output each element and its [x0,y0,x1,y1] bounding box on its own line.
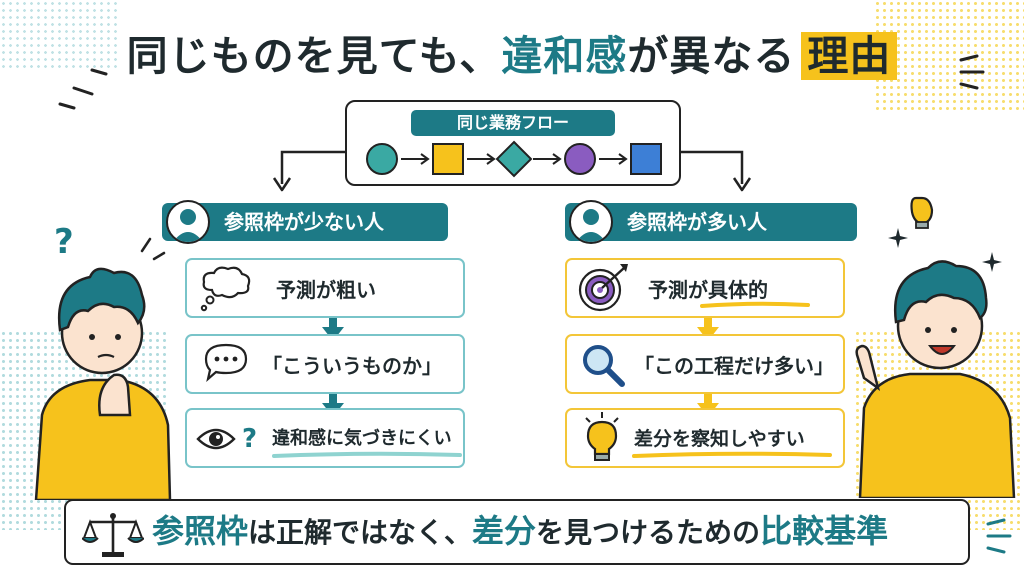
flow-arrowhead [486,153,496,165]
underline-yellow [700,301,810,308]
flow-arrowhead [552,153,562,165]
magnifier-icon [583,345,625,387]
eye-question-icon: ? [196,424,257,454]
title-highlight-reason: 理由 [801,32,898,80]
summary-part-2: は正解ではなく、 [248,516,473,549]
right-step-1-text: 予測が具体的 [648,278,768,302]
target-icon [578,264,628,312]
emphasis-marks-left-icon [58,68,108,110]
svg-text:?: ? [242,424,257,454]
summary-text: 参照枠は正解ではなく、差分を見つけるための比較基準 [152,505,888,559]
underline-yellow [632,451,832,458]
emphasis-marks-bottom-icon [986,518,1012,554]
halftone-top-left [0,0,120,70]
thought-cloud-icon [200,266,251,312]
balance-scale-icon [82,513,144,557]
summary-keyword-diff: 差分 [472,512,537,550]
left-step-3-text: 違和感に気づきにくい [272,428,452,449]
halftone-top-right [874,0,1024,110]
summary-keyword-standard: 比較基準 [760,512,889,550]
speech-bubble-icon [204,343,248,383]
underline-teal [272,451,462,458]
right-step-2-text: 「この工程だけ多い」 [634,354,834,378]
thinking-person-illustration: ? [34,222,172,500]
title-keyword-iwakan: 違和感 [501,32,628,80]
left-header-label: 参照枠が少ない人 [224,210,384,234]
flow-shape-square [432,143,464,175]
title-part-3: が異なる [627,32,796,80]
right-step-3-text: 差分を察知しやすい [634,428,805,450]
branch-connectors [272,150,752,192]
flow-arrowhead [618,153,628,165]
summary-box [64,499,970,565]
right-header-label: 参照枠が多い人 [627,210,767,234]
flow-arrowhead [420,153,430,165]
workflow-label: 同じ業務フロー [411,110,615,136]
flow-shape-circle [366,143,398,175]
summary-keyword-frame: 参照枠 [152,512,249,550]
workflow-diagram [366,140,662,178]
flow-shape-circle [564,143,596,175]
person-avatar-icon [166,200,210,244]
lightbulb-icon [585,412,619,461]
emphasis-marks-right-icon [959,54,985,90]
flow-shape-diamond [495,140,533,178]
left-step-1-text: 予測が粗い [276,278,376,302]
title-part-1: 同じものを見ても、 [126,32,502,80]
person-avatar-icon [569,200,613,244]
happy-person-illustration [855,196,1016,498]
left-step-2-text: 「こういうものか」 [262,354,442,378]
summary-part-4: を見つけるための [536,516,761,549]
flow-shape-square [630,143,662,175]
lightbulb-idea-icon [910,196,934,226]
right-header: 参照枠が多い人 [565,203,857,241]
page-title: 同じものを見ても、違和感が異なる理由 [0,22,1024,82]
question-mark-icon: ? [54,222,74,262]
